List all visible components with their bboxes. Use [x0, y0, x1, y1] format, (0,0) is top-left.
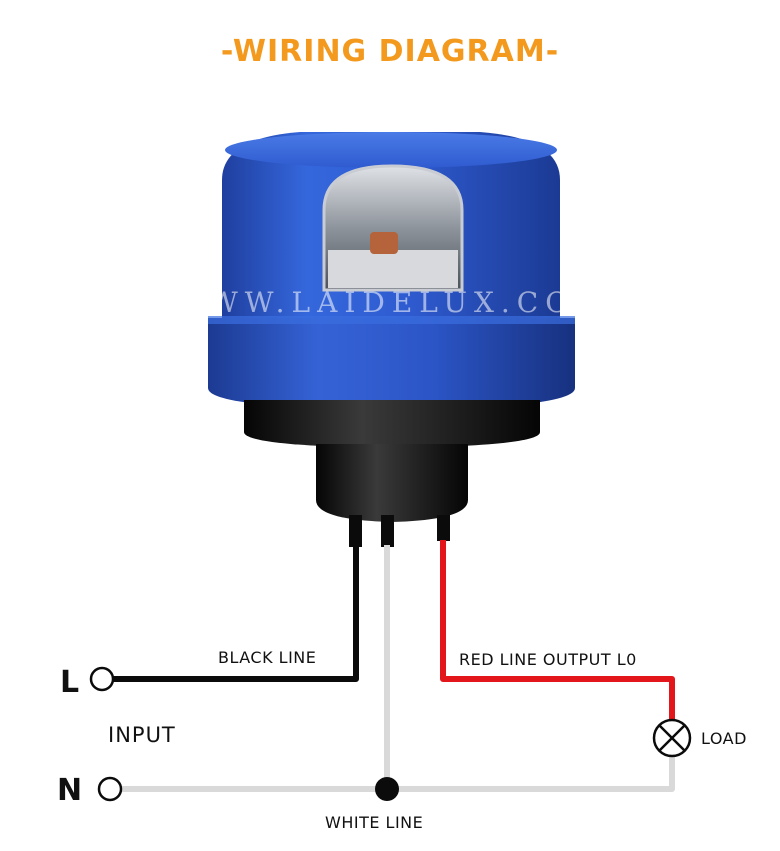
black-wire — [112, 545, 359, 682]
neutral-terminal-icon — [97, 776, 123, 802]
diagram-title: -WIRING DIAGRAM- — [220, 34, 560, 69]
red-wire — [440, 540, 675, 720]
live-terminal-label: L — [60, 665, 79, 700]
white-wire-neutral — [122, 756, 675, 792]
black-line-label: BLACK LINE — [218, 648, 316, 667]
watermark-text: WWW.LAIDELUX.COM — [173, 286, 611, 319]
live-terminal-icon — [89, 666, 115, 692]
white-line-label: WHITE LINE — [325, 813, 423, 832]
junction-dot — [375, 777, 399, 801]
input-label: INPUT — [108, 723, 176, 747]
lamp-load-icon — [652, 718, 692, 758]
red-line-label: RED LINE OUTPUT L0 — [459, 650, 637, 669]
photocell-sensor-icon: WWW.LAIDELUX.COM — [173, 132, 611, 547]
load-label: LOAD — [701, 729, 747, 748]
neutral-terminal-label: N — [57, 773, 82, 808]
